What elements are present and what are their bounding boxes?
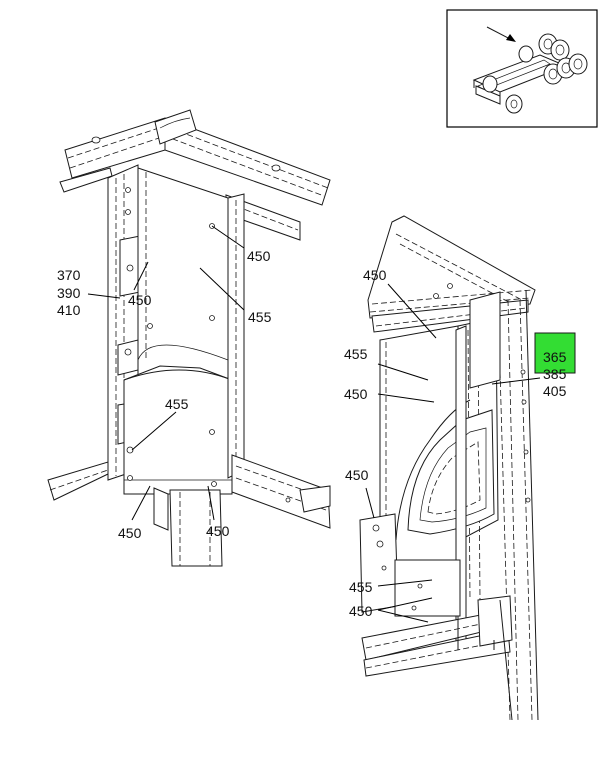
leader-lines: [87, 225, 541, 623]
callout-right-450-upper: 450: [344, 386, 368, 402]
callout-390: 390: [57, 285, 81, 301]
callout-right-455-upper: 455: [344, 346, 368, 362]
callout-365: 365: [543, 349, 567, 365]
callout-labels: 370 390 410 450 450 455 455 450 450 450 …: [57, 248, 567, 619]
right-pillar-assembly: [359, 215, 539, 721]
callout-left-450-bottom-left: 450: [118, 525, 142, 541]
callout-right-450-low: 450: [349, 603, 373, 619]
callout-left-455-mid: 455: [248, 309, 272, 325]
truck-chassis-locator-icon: [472, 26, 588, 114]
callout-left-450-top: 450: [247, 248, 271, 264]
callout-right-450-mid: 450: [345, 467, 369, 483]
callout-left-455-low: 455: [165, 396, 189, 412]
callout-left-450-mid: 450: [128, 292, 152, 308]
callout-left-450-bottom-right: 450: [206, 523, 230, 539]
highlight-box: [534, 332, 576, 374]
left-pillar-assembly: [47, 109, 331, 567]
callout-385: 385: [543, 366, 567, 382]
callout-right-450-top: 450: [363, 267, 387, 283]
callout-405: 405: [543, 383, 567, 399]
callout-410: 410: [57, 302, 81, 318]
locator-inset: [446, 9, 598, 128]
callout-right-455-low: 455: [349, 579, 373, 595]
callout-370: 370: [57, 267, 81, 283]
